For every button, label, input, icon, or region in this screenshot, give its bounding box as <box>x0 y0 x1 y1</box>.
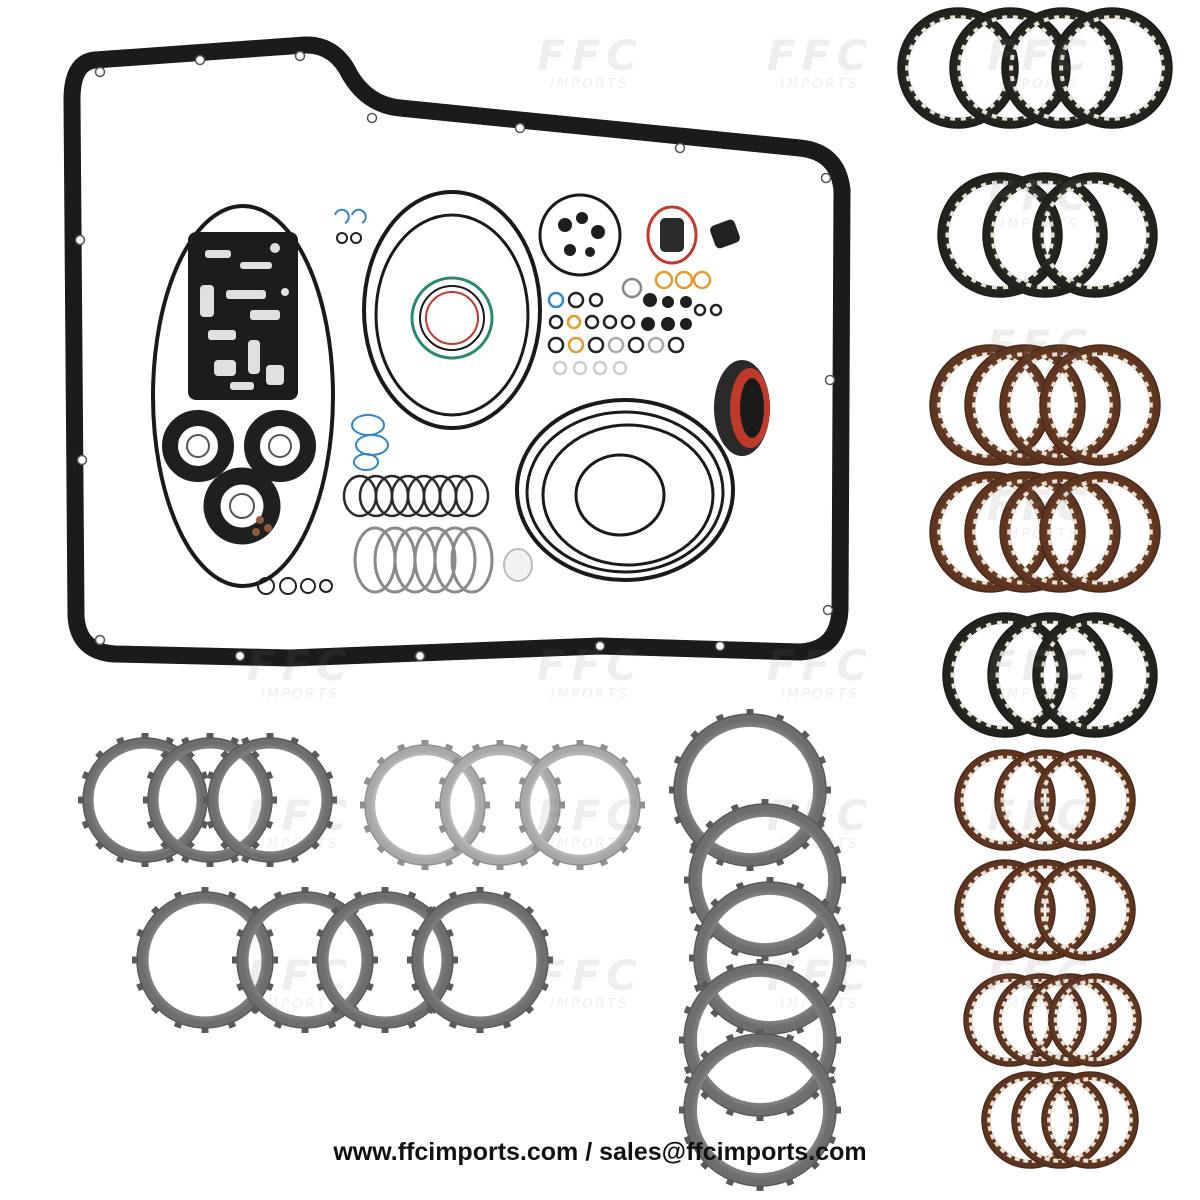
steel-plate-icon <box>312 887 458 1033</box>
o-ring-icon <box>257 577 333 595</box>
pan-gasket-icon <box>63 36 851 667</box>
steel-plate-icon <box>132 887 278 1033</box>
clutch-disc-icon <box>993 973 1087 1067</box>
website-link[interactable]: www.ffcimports.com <box>333 1138 579 1166</box>
valve-body-gasket-icon <box>188 232 298 400</box>
steel-plate-icon <box>360 740 490 870</box>
clutch-disc-icon <box>999 344 1121 466</box>
o-ring-icon <box>362 190 542 430</box>
steel-plate-icon <box>78 733 212 867</box>
steel-plate-icon <box>684 799 846 961</box>
steel-plate-icon <box>407 887 553 1033</box>
clutch-disc-icon <box>1032 172 1158 298</box>
clutch-disc-icon <box>1039 344 1161 466</box>
clutch-disc-icon <box>937 172 1063 298</box>
o-ring-icon <box>547 270 723 376</box>
o-ring-icon <box>151 204 335 588</box>
steel-plate-icon <box>143 733 277 867</box>
steel-plate-icon <box>669 709 831 871</box>
clutch-disc-icon <box>999 471 1121 593</box>
o-ring-icon <box>538 193 740 277</box>
clutch-disc-icon <box>1011 1071 1109 1169</box>
clutch-disc-icon <box>1034 859 1136 961</box>
clutch-disc-icon <box>1023 973 1117 1067</box>
o-ring-icon <box>334 208 367 244</box>
o-ring-icon <box>641 293 692 331</box>
o-ring-icon <box>503 548 533 582</box>
clutch-disc-icon <box>1001 7 1123 129</box>
clutch-disc-icon <box>1034 749 1136 851</box>
contact-footer: www.ffcimports.com / sales@ffcimports.co… <box>0 1138 1200 1178</box>
steel-plate-icon <box>515 740 645 870</box>
o-ring-icon <box>351 414 389 471</box>
clutch-disc-icon <box>1051 7 1173 129</box>
steel-plate-icon <box>679 959 841 1121</box>
steel-plate-icon <box>203 733 337 867</box>
clutch-disc-icon <box>1048 973 1142 1067</box>
o-ring-icon <box>515 398 735 582</box>
steel-plate-icon <box>689 877 851 1039</box>
clutch-disc-icon <box>1032 612 1158 738</box>
lip-seal-icon <box>714 360 770 456</box>
o-ring-icon <box>342 474 490 518</box>
footer-separator: / <box>578 1138 600 1166</box>
clutch-disc-icon <box>1041 1071 1139 1169</box>
clutch-disc-icon <box>994 749 1096 851</box>
clutch-disc-icon <box>987 612 1113 738</box>
clutch-disc-icon <box>1039 471 1161 593</box>
lip-seal-icon <box>162 410 316 545</box>
steel-plate-icon <box>679 1029 841 1191</box>
clutch-disc-icon <box>994 859 1096 961</box>
o-ring-icon <box>353 526 494 594</box>
email-link[interactable]: sales@ffcimports.com <box>599 1138 867 1166</box>
